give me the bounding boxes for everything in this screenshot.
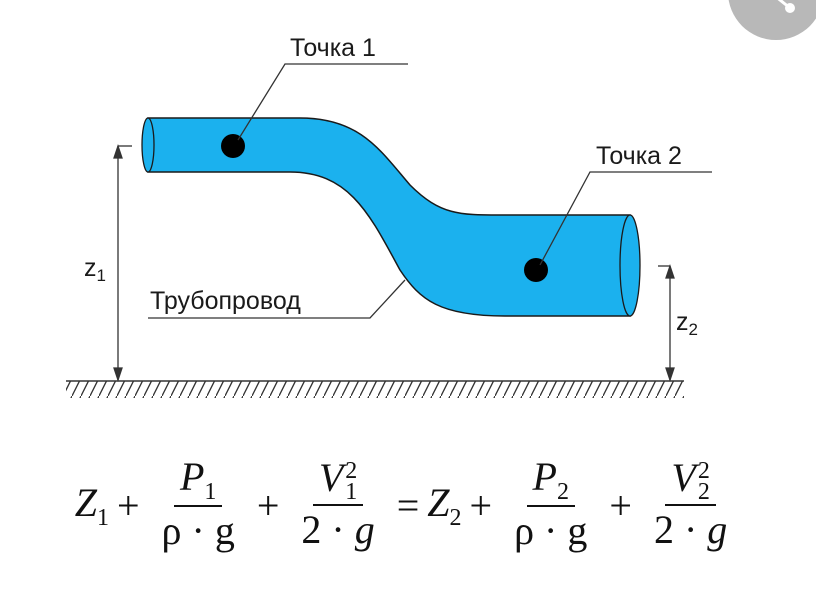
term-z1: Z1: [74, 479, 109, 531]
ground-hatch: [66, 381, 684, 398]
plus: +: [609, 482, 632, 528]
plus: +: [116, 482, 140, 528]
plus: +: [256, 482, 280, 528]
point-2-label: Точка 2: [596, 142, 682, 170]
share-icon: [777, 0, 795, 13]
z2-label: z2: [676, 308, 698, 339]
term-z2: Z2: [427, 479, 462, 531]
pipe-inlet: [141, 117, 155, 173]
pressure-term-2: P2 ρ · g: [514, 453, 588, 554]
pipe-outlet: [619, 214, 641, 317]
point-1-label: Точка 1: [290, 34, 376, 62]
point-2-marker: [524, 258, 548, 282]
equals: =: [396, 482, 420, 528]
leader-lines: [148, 63, 712, 319]
plus: +: [469, 482, 493, 528]
height-dimensions: [113, 143, 675, 383]
share-button[interactable]: [728, 0, 816, 40]
pipeline: [147, 117, 631, 317]
point-1-marker: [221, 134, 245, 158]
pipeline-label: Трубопровод: [150, 287, 301, 315]
pressure-term-1: P1 ρ · g: [161, 453, 235, 554]
z1-label: z1: [84, 254, 106, 285]
